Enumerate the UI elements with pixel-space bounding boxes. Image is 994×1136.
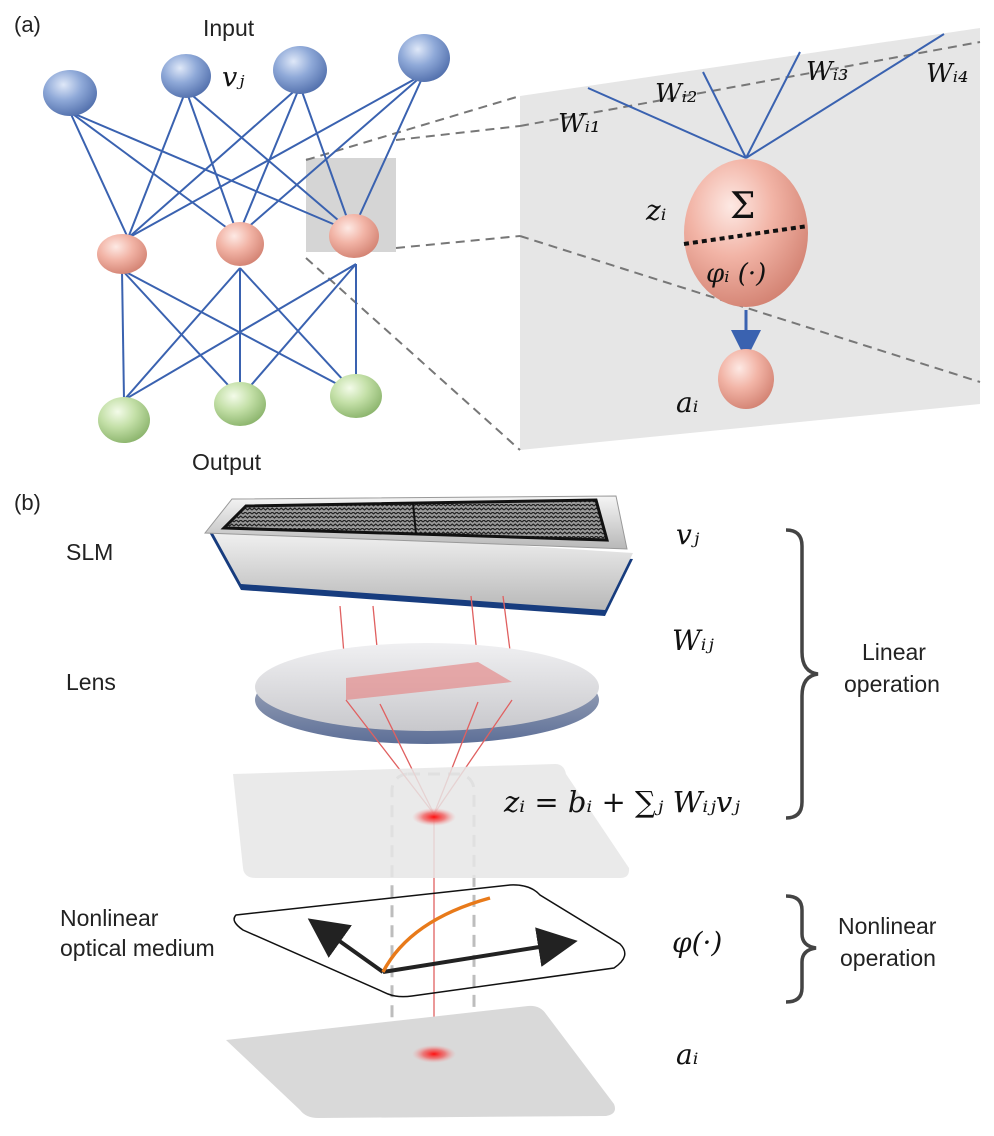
linear-op-label-1: Linear <box>862 639 926 665</box>
output-node <box>214 382 266 426</box>
hidden-output-edges <box>121 263 357 401</box>
nonlinear-medium <box>233 884 626 998</box>
output-activation-node <box>718 349 774 409</box>
panel-b-tag: (b) <box>14 490 41 515</box>
output-label: Output <box>192 449 262 475</box>
activation-label: φᵢ (·) <box>706 259 766 289</box>
focal-spot <box>412 808 456 826</box>
w-label-b: Wᵢⱼ <box>672 624 714 657</box>
linear-op-label-2: operation <box>844 671 940 697</box>
input-label: Input <box>203 15 255 41</box>
weight-label-3: Wᵢ₃ <box>806 57 848 87</box>
nonlinear-medium-label-1: Nonlinear <box>60 905 159 931</box>
nonlinear-op-label-2: operation <box>840 945 936 971</box>
output-node <box>330 374 382 418</box>
v-label-b: vⱼ <box>676 518 700 551</box>
medium-axis-y <box>307 918 385 974</box>
output-node <box>98 397 150 443</box>
nonlinear-brace <box>785 894 817 1004</box>
weight-label-4: Wᵢ₄ <box>926 59 968 89</box>
equation: zᵢ = bᵢ + ∑ⱼ Wᵢⱼvⱼ <box>503 785 740 819</box>
input-var-label: vⱼ <box>222 62 245 93</box>
slm-device <box>203 495 633 616</box>
neuron-divider <box>683 224 809 246</box>
hidden-node <box>329 214 379 258</box>
sum-symbol: Σ <box>730 186 755 227</box>
hidden-node <box>97 234 147 274</box>
a-label-b: aᵢ <box>676 1038 698 1071</box>
nonlinear-medium-label-2: optical medium <box>60 935 215 961</box>
phi-label: φ(·) <box>672 926 722 959</box>
panel-a-tag: (a) <box>14 12 41 37</box>
a-label-a: aᵢ <box>676 386 698 419</box>
input-node <box>161 54 211 98</box>
output-spot <box>412 1045 456 1063</box>
z-label: zᵢ <box>645 194 666 227</box>
hidden-node <box>216 222 264 266</box>
weight-label-1: Wᵢ₁ <box>558 109 600 139</box>
input-hidden-edges <box>69 73 425 239</box>
input-node <box>398 34 450 82</box>
weight-edges <box>587 33 945 159</box>
lens <box>255 643 599 744</box>
medium-axis-x <box>382 927 578 974</box>
linear-brace <box>785 528 819 820</box>
nonlinear-op-label-1: Nonlinear <box>838 913 937 939</box>
slm-label: SLM <box>66 539 113 565</box>
lens-beam-footprint <box>346 662 512 700</box>
weight-label-2: Wᵢ₂ <box>655 79 697 109</box>
input-node <box>43 70 97 116</box>
zoom-guide-lines <box>305 41 981 451</box>
lens-label: Lens <box>66 669 116 695</box>
input-node <box>273 46 327 94</box>
neuron-body <box>684 159 808 307</box>
output-plane <box>226 1005 615 1118</box>
nonlinear-curve <box>381 896 491 973</box>
